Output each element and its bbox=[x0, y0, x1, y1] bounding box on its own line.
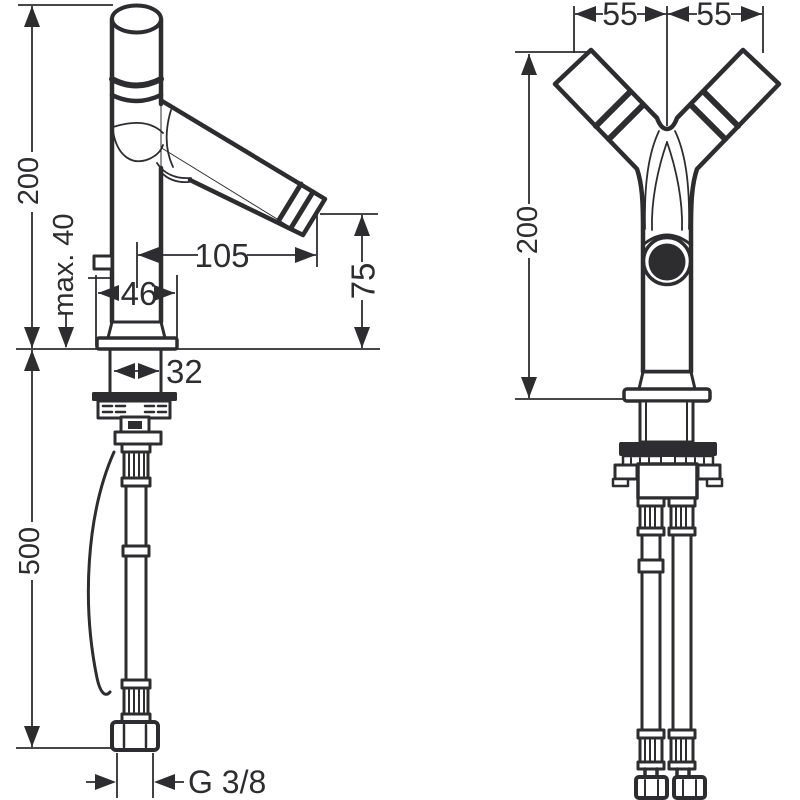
spout-ring-stripe bbox=[276, 181, 304, 223]
front-hose-right bbox=[667, 496, 707, 800]
junction-blend-curves bbox=[112, 109, 192, 184]
supply-hose bbox=[110, 442, 160, 752]
side-view: 200 max. 40 105 bbox=[13, 3, 382, 800]
dim-label-front-height: 200 bbox=[512, 206, 544, 254]
front-view: 55 55 200 bbox=[512, 0, 782, 800]
mounting-nut-knurling bbox=[101, 404, 168, 414]
dim-height-200: 200 bbox=[13, 4, 113, 348]
handle-top-cap bbox=[110, 3, 163, 35]
dim-shank-32: 32 bbox=[114, 353, 203, 390]
dim-label-thread: G 3/8 bbox=[188, 764, 266, 800]
side-tab bbox=[92, 254, 114, 271]
handle-band bbox=[109, 76, 164, 89]
hose-nut bbox=[672, 775, 707, 800]
side-view-dimensions: 200 max. 40 105 bbox=[13, 4, 382, 800]
dim-label-hose-length: 500 bbox=[14, 527, 46, 575]
front-junction-curves bbox=[643, 130, 691, 231]
dim-deck-max40: max. 40 bbox=[48, 213, 114, 348]
knob-top-arc bbox=[642, 233, 692, 246]
dim-label-reach: 105 bbox=[194, 237, 249, 274]
front-base-flare bbox=[637, 370, 697, 391]
front-view-dimensions: 55 55 200 bbox=[512, 0, 764, 398]
front-hose-left bbox=[634, 496, 669, 800]
mounting-lug bbox=[613, 463, 639, 481]
mounting-flange bbox=[92, 392, 177, 401]
front-mounting-flange bbox=[619, 442, 717, 456]
dim-label-base-width: 46 bbox=[121, 275, 158, 312]
front-view-faucet bbox=[515, 47, 782, 800]
front-mounting bbox=[611, 399, 724, 500]
dim-thread-g38: G 3/8 bbox=[86, 753, 266, 800]
mounting-lug bbox=[696, 463, 722, 481]
mounting-shank bbox=[108, 347, 163, 394]
handle-stripes bbox=[593, 89, 741, 142]
dim-label-deck-max: max. 40 bbox=[48, 213, 80, 316]
escutcheon-plate bbox=[95, 336, 179, 351]
side-view-faucet bbox=[16, 3, 380, 752]
dim-base-46: 46 bbox=[95, 275, 178, 346]
front-escutcheon-plate bbox=[622, 387, 712, 403]
dim-label-height: 200 bbox=[13, 157, 45, 205]
dim-handles-55-55: 55 55 bbox=[573, 0, 764, 126]
dim-label-outlet-height: 75 bbox=[345, 263, 382, 300]
clamp-screw-slot bbox=[128, 421, 142, 429]
hose-nut bbox=[634, 775, 669, 800]
spout-outline bbox=[159, 98, 328, 238]
thin-hose-curve bbox=[86, 450, 116, 696]
dim-front-height-200: 200 bbox=[512, 51, 594, 398]
dim-hose-500: 500 bbox=[14, 350, 46, 747]
shank-end bbox=[113, 430, 163, 446]
spout-ring-stripe bbox=[288, 189, 316, 231]
dim-label-shank-width: 32 bbox=[166, 353, 203, 390]
mounting-nut bbox=[96, 399, 172, 420]
dim-label-handle-right: 55 bbox=[696, 0, 732, 32]
dim-outlet-75: 75 bbox=[320, 213, 382, 348]
valve-body bbox=[636, 462, 699, 500]
base-flare bbox=[106, 320, 167, 340]
handle-band bbox=[109, 92, 164, 104]
dim-label-handle-left: 55 bbox=[602, 0, 638, 32]
knob-center bbox=[648, 243, 686, 281]
dim-reach-105: 105 bbox=[136, 213, 318, 288]
hose-nut bbox=[110, 720, 160, 752]
